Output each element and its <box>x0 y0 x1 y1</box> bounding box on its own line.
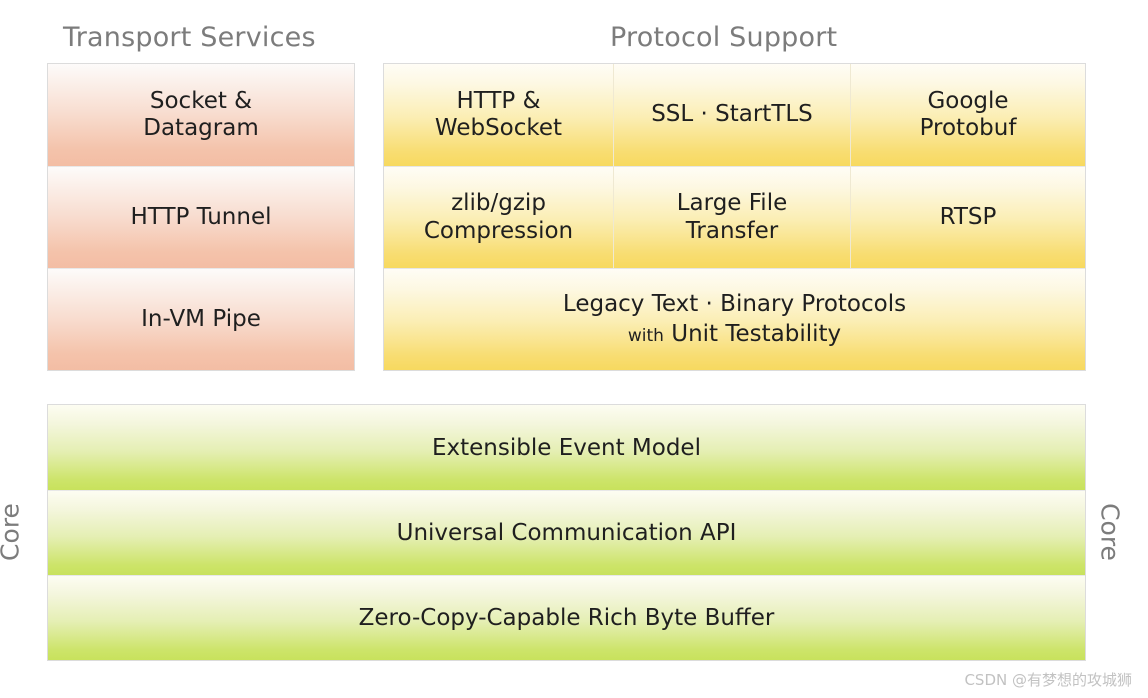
protocol-support-panel: HTTP & WebSocket SSL · StartTLS Google P… <box>383 63 1086 371</box>
core-row-extensible-event-model: Extensible Event Model <box>48 405 1085 491</box>
csdn-watermark: CSDN @有梦想的攻城狮 <box>964 671 1132 689</box>
protocol-cell-line2: WebSocket <box>434 115 563 141</box>
protocol-cell-line1: SSL · StartTLS <box>651 101 813 128</box>
protocol-cell-line1: HTTP & <box>456 87 541 114</box>
protocol-cell-google-protobuf: Google Protobuf <box>851 64 1085 167</box>
transport-cell-line1: Socket & <box>149 87 253 114</box>
protocol-cell-rtsp: RTSP <box>851 167 1085 269</box>
protocol-support-title: Protocol Support <box>610 22 838 53</box>
protocol-cell-line1: RTSP <box>939 203 997 230</box>
legacy-protocols-unit-testability: Unit Testability <box>671 320 842 347</box>
core-panel: Extensible Event Model Universal Communi… <box>47 404 1086 661</box>
protocol-cell-http-websocket: HTTP & WebSocket <box>384 64 614 167</box>
protocol-cell-line1: zlib/gzip <box>451 190 546 217</box>
transport-services-panel: Socket & Datagram HTTP Tunnel In-VM Pipe <box>47 63 355 371</box>
transport-cell-line1: In-VM Pipe <box>141 305 261 332</box>
protocol-cell-line2: Transfer <box>685 217 779 244</box>
transport-cell-line2: Datagram <box>143 115 259 141</box>
protocol-cell-line2: Compression <box>423 217 574 244</box>
transport-cell-socket-datagram: Socket & Datagram <box>48 64 354 167</box>
core-label-left: Core <box>0 503 25 561</box>
core-label-right: Core <box>1095 503 1125 561</box>
core-row-label: Universal Communication API <box>396 520 737 546</box>
protocol-cell-large-file-transfer: Large File Transfer <box>614 167 851 269</box>
core-row-label: Extensible Event Model <box>432 434 701 461</box>
core-row-universal-communication-api: Universal Communication API <box>48 491 1085 576</box>
protocol-cell-ssl-starttls: SSL · StartTLS <box>614 64 851 167</box>
transport-cell-http-tunnel: HTTP Tunnel <box>48 167 354 269</box>
core-row-label: Zero-Copy-Capable Rich Byte Buffer <box>358 605 775 631</box>
transport-cell-line1: HTTP Tunnel <box>130 203 272 230</box>
legacy-protocols-with-label: with <box>627 325 664 346</box>
legacy-protocols-line2: with Unit Testability <box>628 321 841 348</box>
transport-services-title: Transport Services <box>63 22 316 53</box>
protocol-cell-line1: Google <box>927 87 1009 114</box>
protocol-cell-zlib-gzip-compression: zlib/gzip Compression <box>384 167 614 269</box>
protocol-cell-legacy-text-binary-protocols: Legacy Text · Binary Protocols with Unit… <box>384 269 1085 370</box>
protocol-cell-line1: Large File <box>676 190 788 217</box>
transport-cell-in-vm-pipe: In-VM Pipe <box>48 269 354 370</box>
legacy-protocols-line1: Legacy Text · Binary Protocols <box>562 291 907 318</box>
protocol-cell-line2: Protobuf <box>919 115 1017 141</box>
core-row-zero-copy-rich-byte-buffer: Zero-Copy-Capable Rich Byte Buffer <box>48 576 1085 660</box>
